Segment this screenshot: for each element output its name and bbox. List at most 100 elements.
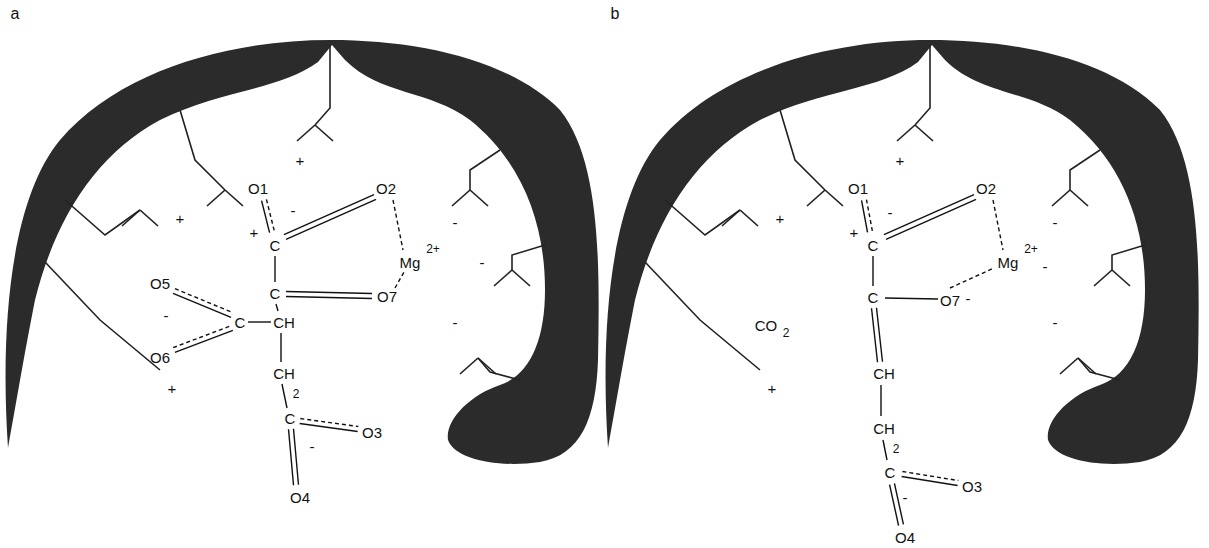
residue-stick xyxy=(478,358,520,380)
bond-line xyxy=(286,296,372,298)
atom-label: Mg xyxy=(998,255,1019,270)
atom-label: O6 xyxy=(150,350,170,365)
bond-line xyxy=(395,272,404,288)
charge-sign: - xyxy=(1053,215,1058,230)
atom-label: CH xyxy=(273,315,295,330)
residue-branch xyxy=(494,270,512,286)
atom-label: C xyxy=(235,315,246,330)
bond-line xyxy=(993,200,1003,250)
atom-label: O5 xyxy=(150,276,170,291)
bond-line xyxy=(872,256,873,286)
molecule-label: CO xyxy=(755,318,778,333)
bond-line xyxy=(866,200,872,232)
bond-line xyxy=(284,195,374,235)
bond-lines xyxy=(173,195,1003,526)
residue-branch xyxy=(1060,358,1078,374)
residue-branch xyxy=(512,270,530,286)
atom-label: O4 xyxy=(895,530,915,545)
charge-sign: + xyxy=(250,225,259,240)
residue-stick xyxy=(1078,358,1120,380)
bond-line xyxy=(276,304,278,311)
residue-branch xyxy=(825,190,843,206)
charge-sign: + xyxy=(896,153,905,168)
residue-stick xyxy=(315,45,330,125)
residue-stick xyxy=(512,245,545,270)
bond-line xyxy=(890,485,899,526)
bond-line xyxy=(248,321,271,322)
panel-b xyxy=(606,40,1199,464)
atom-label: O1 xyxy=(848,181,868,196)
residue-branch xyxy=(470,190,488,206)
atom-label: C xyxy=(285,411,296,426)
charge-sign: + xyxy=(296,153,305,168)
atom-label: O2 xyxy=(376,181,396,196)
bond-line xyxy=(880,385,881,416)
bond-line xyxy=(950,268,994,288)
bond-line xyxy=(286,292,372,294)
bond-line xyxy=(286,199,376,239)
charge-sign: - xyxy=(453,215,458,230)
charge-sign: 2+ xyxy=(426,243,440,255)
atom-label: C xyxy=(868,238,879,253)
residue-branch xyxy=(740,210,758,226)
atom-label: C xyxy=(885,465,896,480)
charge-sign: + xyxy=(768,381,777,396)
protein-outline xyxy=(6,40,599,464)
charge-sign: + xyxy=(776,211,785,226)
residue-stick xyxy=(180,110,225,190)
residue-stick xyxy=(45,262,160,370)
panel-letter: b xyxy=(611,6,620,22)
charge-sign: + xyxy=(168,381,177,396)
residue-branch xyxy=(1070,190,1088,206)
residue-branch xyxy=(915,125,933,141)
bond-line xyxy=(175,289,233,313)
atom-label: C xyxy=(270,238,281,253)
charge-sign: 2+ xyxy=(1024,243,1038,255)
charge-sign: - xyxy=(310,439,315,454)
subscript: 2 xyxy=(893,443,900,455)
atom-label: CH xyxy=(873,366,895,381)
bond-line xyxy=(885,298,938,299)
bond-line xyxy=(894,483,903,524)
residue-branch xyxy=(1052,190,1070,206)
residue-branch xyxy=(897,125,915,141)
bond-line xyxy=(289,429,294,485)
residue-branch xyxy=(297,125,315,141)
bond-line xyxy=(883,440,887,460)
bond-line xyxy=(862,200,868,232)
residue-branch xyxy=(1078,358,1096,374)
charge-sign: - xyxy=(966,291,971,306)
atom-label: O7 xyxy=(377,289,397,304)
bond-line xyxy=(175,330,233,352)
charge-sign: - xyxy=(1043,259,1048,274)
residue-stick xyxy=(780,110,825,190)
bond-line xyxy=(173,293,231,317)
atom-label: O2 xyxy=(976,181,996,196)
atom-label: O4 xyxy=(290,490,310,505)
residue-stick xyxy=(665,200,740,235)
residue-branch xyxy=(1112,270,1130,286)
residue-branch xyxy=(478,358,496,374)
residue-stick xyxy=(65,200,140,235)
atom-label: O1 xyxy=(248,181,268,196)
atom-label: O7 xyxy=(940,293,960,308)
atom-label: C xyxy=(868,290,879,305)
residue-branch xyxy=(315,125,333,141)
bond-line xyxy=(280,333,281,362)
bond-line xyxy=(876,308,882,362)
bond-line xyxy=(293,429,298,485)
residue-branch xyxy=(225,190,243,206)
bond-line xyxy=(902,472,958,481)
bond-line xyxy=(872,308,878,362)
charge-sign: - xyxy=(164,308,169,323)
bond-line xyxy=(262,201,270,233)
atom-label: CH xyxy=(273,366,295,381)
charge-sign: + xyxy=(850,225,859,240)
bond-line xyxy=(274,256,275,282)
charge-sign: - xyxy=(1053,315,1058,330)
protein-outline xyxy=(606,40,1199,464)
subscript: 2 xyxy=(293,388,300,400)
residue-stick xyxy=(1112,245,1145,270)
residue-branch xyxy=(140,210,158,226)
